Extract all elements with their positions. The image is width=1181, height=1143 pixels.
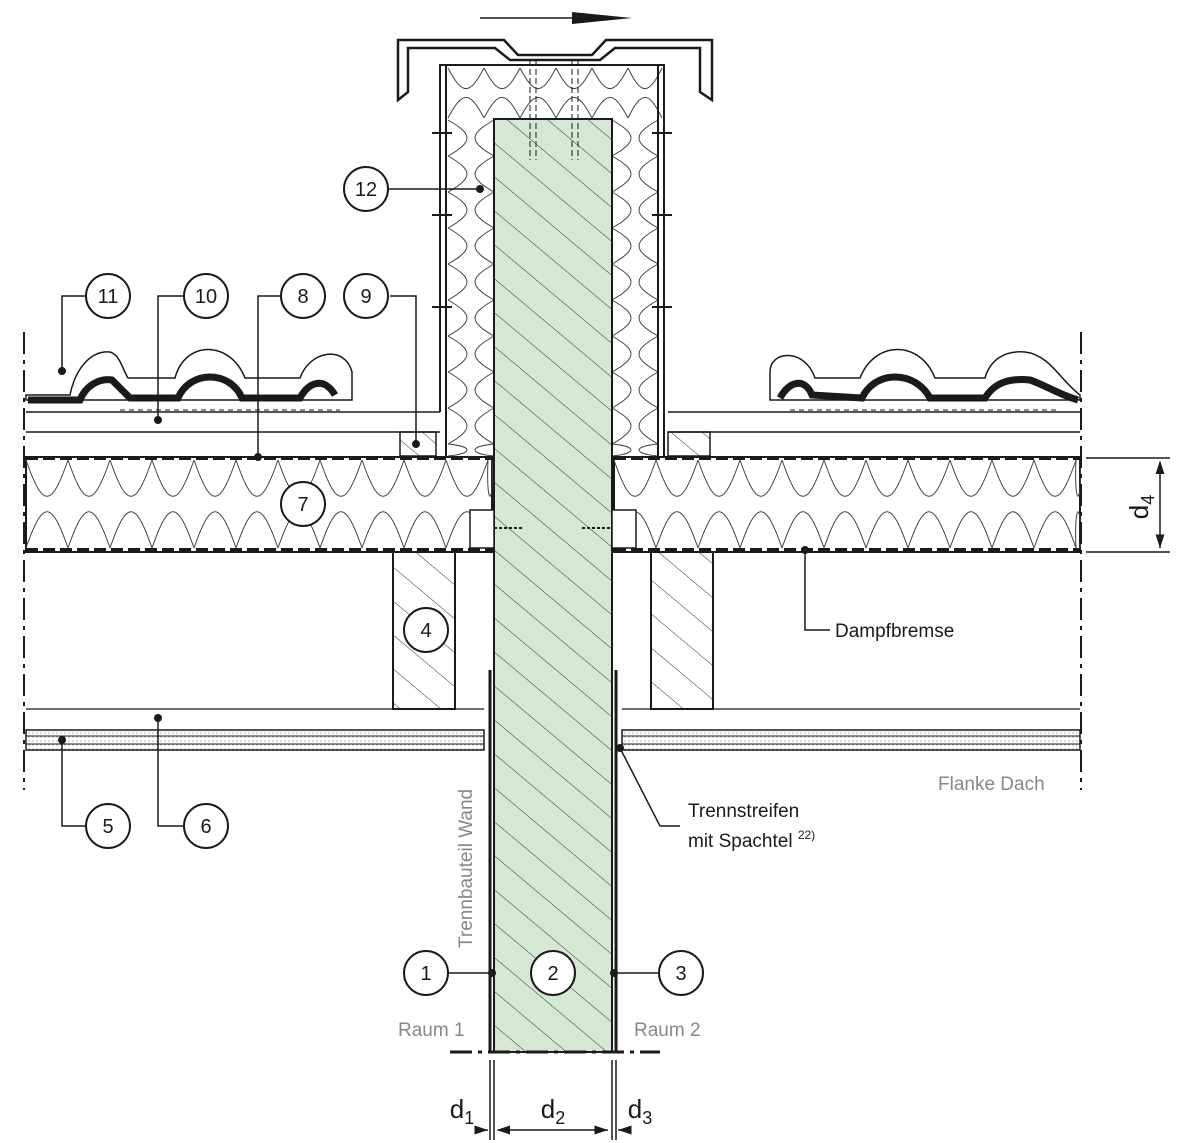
insulation-hatch — [447, 67, 663, 119]
d1-sub: 1 — [464, 1108, 474, 1128]
d4-sub: 4 — [1138, 495, 1158, 505]
label-dampfbremse: Dampfbremse — [835, 621, 954, 642]
label-trennbauteil-wand: Trennbauteil Wand — [456, 789, 477, 948]
callout-11-circle — [85, 273, 131, 319]
dimension-d3-label: d3 — [628, 1094, 652, 1128]
callout-11-number: 11 — [98, 286, 119, 308]
callout-3-number: 3 — [675, 963, 686, 985]
d3-sub: 3 — [642, 1108, 652, 1128]
callout-1-number: 1 — [420, 963, 431, 985]
d3-base: d — [628, 1094, 642, 1124]
callout-5-number: 5 — [102, 816, 113, 838]
d1-base: d — [450, 1094, 464, 1124]
callout-2-circle — [530, 950, 576, 996]
separating-wall — [469, 60, 637, 1053]
callout-4-number: 4 — [420, 620, 431, 642]
direction-arrow — [480, 12, 632, 24]
callout-10-circle — [183, 273, 229, 319]
trennstreifen-line1: Trennstreifen — [688, 801, 799, 822]
trennstreifen-footnote: 22) — [798, 828, 815, 842]
dimension-bottom — [474, 1060, 632, 1140]
callout-6-number: 6 — [200, 816, 211, 838]
d2-sub: 2 — [555, 1108, 565, 1128]
callout-1-circle — [403, 950, 449, 996]
callout-3-circle — [658, 950, 704, 996]
label-mit-spachtel: mit Spachtel 22) — [688, 828, 815, 852]
callout-9-number: 9 — [360, 286, 371, 308]
break-lines — [23, 332, 1082, 1054]
insulation-hatch — [613, 459, 1081, 549]
callout-7-circle — [280, 481, 326, 527]
insulation-hatch — [611, 119, 659, 457]
label-raum2: Raum 2 — [634, 1020, 701, 1041]
insulation-hatch — [447, 119, 495, 457]
leader-lines — [61, 188, 830, 974]
dimension-d4 — [1086, 457, 1170, 553]
dimension-d2-label: d2 — [541, 1094, 565, 1128]
callout-6-circle — [183, 803, 229, 849]
callout-8-number: 8 — [297, 286, 308, 308]
dimension-d1-label: d1 — [450, 1094, 474, 1128]
callout-10-number: 10 — [195, 286, 217, 308]
roof-insulation — [25, 456, 1081, 553]
callout-5-circle — [85, 803, 131, 849]
callout-12-number: 12 — [355, 179, 377, 201]
callout-12-circle — [343, 166, 389, 212]
label-flanke-dach: Flanke Dach — [938, 774, 1045, 795]
label-raum1: Raum 1 — [398, 1020, 465, 1041]
leader-dots — [58, 185, 809, 977]
callout-2-number: 2 — [547, 963, 558, 985]
roof-tiles — [25, 348, 1081, 411]
upstand-cladding — [396, 38, 714, 457]
callout-4-circle — [403, 607, 449, 653]
d2-base: d — [541, 1094, 555, 1124]
callout-7-number: 7 — [297, 494, 308, 516]
label-trennstreifen: Trennstreifen — [688, 801, 799, 822]
callout-8-circle — [280, 273, 326, 319]
d4-base: d — [1124, 505, 1154, 519]
ceiling-layers — [25, 708, 1081, 751]
dimension-d4-label: d4 — [1124, 495, 1158, 519]
callout-9-circle — [343, 273, 389, 319]
trennstreifen-line2: mit Spachtel — [688, 831, 793, 852]
